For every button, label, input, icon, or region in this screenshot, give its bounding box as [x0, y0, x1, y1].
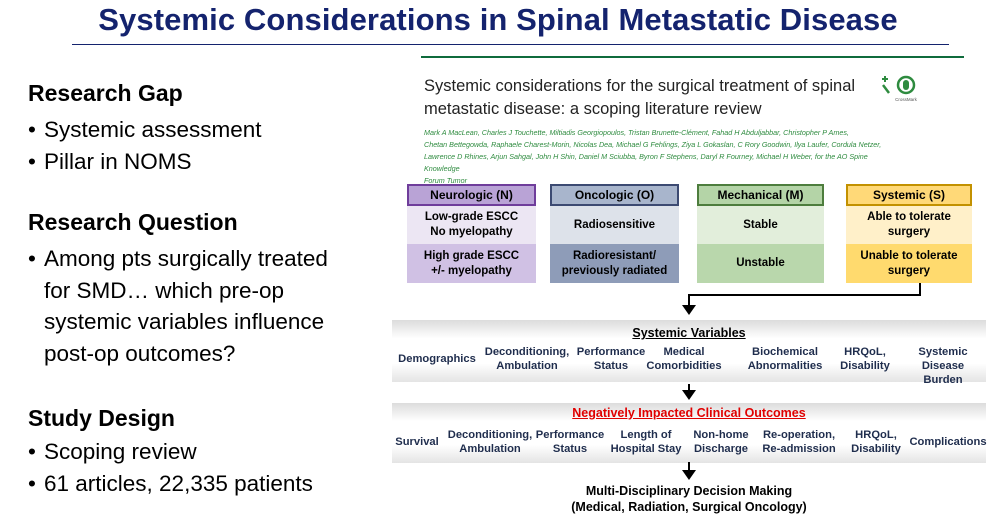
- noms-cell-systemic-unfavorable: Unable to tolerate surgery: [846, 244, 972, 283]
- research-question-heading: Research Question: [28, 209, 238, 235]
- outcome-item: Deconditioning, Ambulation: [447, 429, 533, 455]
- study-design-bullet-1: •Scoping review: [28, 439, 197, 464]
- outcome-item: Survival: [395, 436, 439, 448]
- slide-title: Systemic Considerations in Spinal Metast…: [98, 2, 898, 37]
- noms-header-systemic: Systemic (S): [846, 184, 972, 206]
- paper-title: Systemic considerations for the surgical…: [424, 77, 856, 118]
- svg-text:CrossMark: CrossMark: [895, 97, 918, 102]
- arrow-down-icon: [682, 305, 696, 315]
- noms-cell-systemic-favorable: Able to tolerate surgery: [846, 206, 972, 244]
- title-underline: [72, 44, 949, 45]
- connector-line: [919, 283, 921, 296]
- noms-header-mechanical: Mechanical (M): [697, 184, 824, 206]
- connector-line: [688, 294, 690, 306]
- outcome-item: Length of Hospital Stay: [610, 429, 682, 455]
- systemic-variable-item: Medical Comorbidities: [646, 346, 722, 372]
- systemic-variables-band: [392, 320, 986, 382]
- noms-cell-neurologic-unfavorable: High grade ESCC +/- myelopathy: [407, 244, 536, 283]
- arrow-down-icon: [682, 470, 696, 480]
- systemic-variables-title: Systemic Variables: [632, 326, 746, 340]
- study-design-bullet-2: •61 articles, 22,335 patients: [28, 471, 313, 496]
- crossmark-icon: CrossMark: [882, 75, 918, 102]
- outcome-item: Re-operation, Re-admission: [762, 429, 836, 455]
- paper-header-rule: [421, 56, 964, 58]
- noms-cell-neurologic-favorable: Low-grade ESCC No myelopathy: [407, 206, 536, 244]
- connector-line: [688, 294, 921, 296]
- research-gap-bullet-2: •Pillar in NOMS: [28, 149, 192, 174]
- noms-cell-oncologic-favorable: Radiosensitive: [550, 206, 679, 244]
- noms-cell-mechanical-unfavorable: Unstable: [697, 244, 824, 283]
- crossmark-logo: CrossMark: [876, 73, 922, 105]
- outcome-item: HRQoL, Disability: [851, 429, 901, 455]
- outcome-item: Performance Status: [535, 429, 605, 455]
- study-design-heading: Study Design: [28, 405, 175, 431]
- connector-line: [688, 384, 690, 392]
- systemic-variable-item: Systemic Disease Burden: [918, 346, 968, 386]
- systemic-variable-item: HRQoL, Disability: [840, 346, 890, 372]
- research-question-bullet: •Among pts surgically treated for SMD… w…: [28, 246, 328, 366]
- noms-header-oncologic: Oncologic (O): [550, 184, 679, 206]
- outcome-item: Complications: [909, 436, 987, 448]
- paper-authors: Mark A MacLean, Charles J Touchette, Mil…: [424, 128, 882, 185]
- outcomes-band: [392, 403, 986, 463]
- noms-cell-mechanical-favorable: Stable: [697, 206, 824, 244]
- outcome-item: Non-home Discharge: [693, 429, 749, 455]
- decision-making-text: Multi-Disciplinary Decision Making (Medi…: [571, 484, 807, 514]
- research-gap-heading: Research Gap: [28, 80, 183, 106]
- systemic-variable-item: Performance Status: [576, 346, 646, 372]
- research-gap-bullet-1: •Systemic assessment: [28, 117, 262, 142]
- systemic-variable-item: Deconditioning, Ambulation: [484, 346, 570, 372]
- systemic-variable-item: Demographics: [398, 353, 476, 365]
- arrow-down-icon: [682, 390, 696, 400]
- outcomes-title: Negatively Impacted Clinical Outcomes: [572, 406, 806, 420]
- connector-line: [688, 462, 690, 472]
- noms-cell-oncologic-unfavorable: Radioresistant/ previously radiated: [550, 244, 679, 283]
- noms-header-neurologic: Neurologic (N): [407, 184, 536, 206]
- systemic-variable-item: Biochemical Abnormalities: [747, 346, 823, 372]
